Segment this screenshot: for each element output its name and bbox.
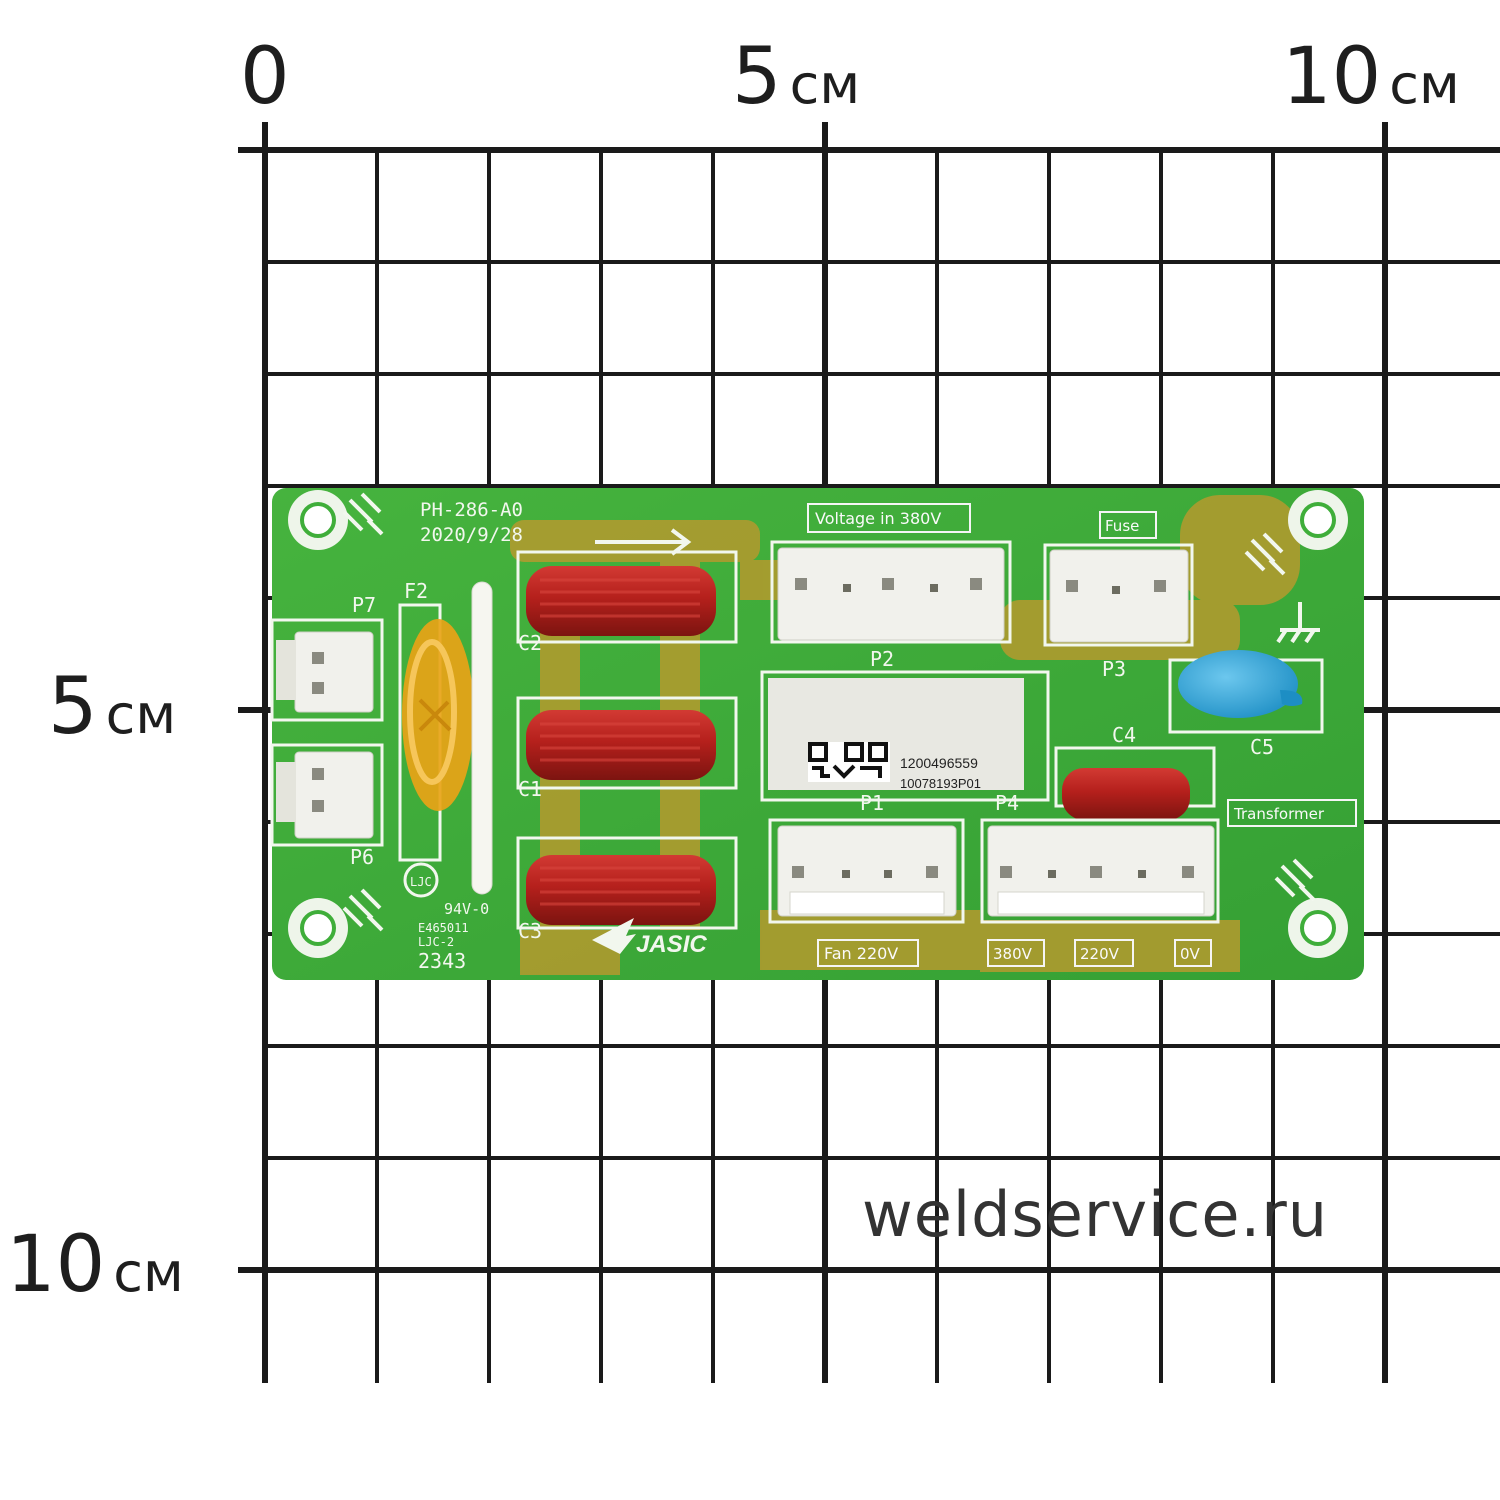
connector-p1 [768,818,965,924]
tag-380v: 380V [993,945,1033,963]
qr-code-icon [808,742,890,782]
ljc-logo-icon [403,862,439,898]
c1-ref: C1 [518,777,542,801]
ruler-unit: см [105,683,177,746]
c2-ref: C2 [518,631,542,655]
tag-box-fuse [1099,511,1157,539]
varistor [402,619,474,811]
p1-ref: P1 [860,791,884,815]
tag-voltage-in: Voltage in 380V [815,509,941,528]
p4-ref: P4 [995,791,1019,815]
connector-p3 [1043,543,1194,647]
capacitor-c4 [1054,746,1216,820]
jasic-logo-icon [592,918,636,954]
c3-ref: C3 [518,919,542,943]
label-serial: 1200496559 [900,755,978,771]
connector-p2 [770,540,1012,644]
tag-box-fan [817,939,919,967]
capacitor-c2 [516,550,738,644]
screw-icon [342,492,1316,932]
ruler-unit: см [1389,53,1460,116]
c4-ref: C4 [1112,723,1136,747]
pcb-board: PH-286-A0 2020/9/28 F2 P7 P6 C2 C1 C3 P2… [270,488,1364,980]
mounting-hole-top-left [288,490,348,550]
ruler-unit: см [789,53,861,116]
tag-fan: Fan 220V [824,944,898,963]
tag-box-transformer [1227,799,1357,827]
cert-file: E465011 [418,921,469,935]
cert-rating: 94V-0 [444,900,489,918]
board-model: PH-286-A0 [420,499,523,521]
tag-fuse: Fuse [1105,517,1139,535]
p6-ref: P6 [350,845,374,869]
mounting-hole-bottom-right [1288,898,1348,958]
board-date: 2020/9/28 [420,524,523,546]
tag-box-220 [1074,939,1134,967]
tag-box-380 [987,939,1045,967]
brand-logo: JASIC [636,931,707,958]
p7-ref: P7 [352,593,376,617]
tag-transformer: Transformer [1233,805,1325,823]
ruler-value: 5 [732,32,782,122]
p2-ref: P2 [870,647,894,671]
tag-box-0v [1174,939,1212,967]
connector-p4 [980,818,1220,924]
board-slot [471,581,493,895]
ruler-value: 10 [6,1220,106,1310]
p3-ref: P3 [1102,657,1126,681]
connector-p7 [270,618,384,722]
ground-icon [1276,602,1320,644]
arrow-right-icon [595,528,692,556]
connector-p6 [270,743,384,847]
label-code: 10078193P01 [900,776,981,791]
watermark: weldservice.ru [862,1178,1329,1251]
capacitor-c3 [516,836,738,930]
ruler-value: 0 [240,32,290,122]
mounting-hole-top-right [1288,490,1348,550]
batch-code: 2343 [418,949,466,973]
capacitor-c1 [516,696,738,790]
ruler-value: 5 [48,662,98,752]
capacitor-c5 [1168,650,1324,734]
c5-ref: C5 [1250,735,1274,759]
maker-code: LJC-2 [418,935,454,949]
fuse-ref: F2 [404,579,428,603]
ruler-unit: см [113,1241,184,1304]
serial-label [760,670,1050,802]
maker-logo: LJC [410,875,432,889]
ruler-top-0: 0 [240,38,290,116]
tag-0v: 0V [1180,945,1201,963]
ruler-value: 10 [1282,32,1382,122]
tag-220v: 220V [1080,945,1120,963]
tag-box-voltage [807,503,971,533]
mounting-hole-bottom-left [288,898,348,958]
